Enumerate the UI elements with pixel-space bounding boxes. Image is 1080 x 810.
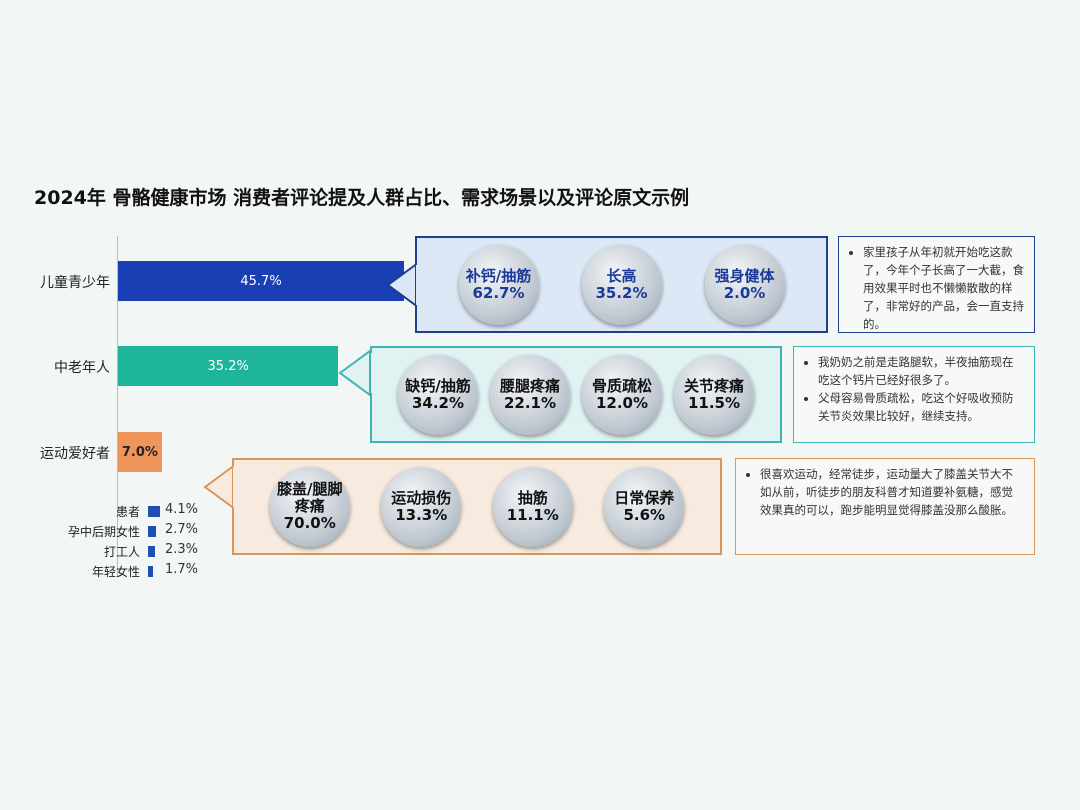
review-comment-box: 家里孩子从年初就开始吃这款了，今年个子长高了一大截，食用效果平时也不懒懒散散的样… [838, 236, 1035, 333]
minor-bar [148, 546, 155, 557]
scenario-name: 缺钙/抽筋 [405, 376, 471, 395]
category-label: 儿童青少年 [40, 275, 110, 291]
scenario-name: 关节疼痛 [683, 376, 744, 395]
scenario-value: 70.0% [283, 514, 336, 532]
review-list: 我奶奶之前是走路腿软，半夜抽筋现在吃这个钙片已经好很多了。父母容易骨质疏松，吃这… [818, 353, 1024, 425]
minor-category-label: 打工人 [103, 545, 140, 559]
bar: 7.0% [118, 432, 162, 472]
scenario-value: 5.6% [623, 505, 666, 524]
category-axis [117, 236, 118, 576]
minor-bar [148, 566, 154, 577]
review-list: 很喜欢运动，经常徒步，运动量大了膝盖关节大不如从前，听徒步的朋友科普才知道要补氨… [760, 465, 1024, 519]
callout-cover [416, 265, 419, 305]
minor-value-label: 2.7% [165, 522, 199, 537]
scenario-name: 日常保养 [614, 488, 675, 507]
scenario-name: 抽筋 [517, 488, 548, 507]
minor-value-label: 2.3% [165, 542, 199, 557]
scenario-name: 运动损伤 [391, 488, 452, 507]
minor-bar [148, 506, 161, 517]
scenario-name: 长高 [606, 266, 637, 285]
bar: 45.7% [118, 261, 405, 301]
bar-value-label: 7.0% [121, 444, 158, 460]
category-label: 运动爱好者 [40, 446, 110, 462]
minor-category-label: 年轻女性 [91, 565, 140, 579]
scenario-value: 11.5% [687, 393, 741, 412]
review-text: 父母容易骨质疏松，吃这个好吸收预防关节炎效果比较好，继续支持。 [818, 389, 1024, 425]
bar-value-label: 45.7% [240, 273, 282, 289]
callout-pointer [338, 349, 371, 397]
scenario-value: 12.0% [595, 393, 649, 412]
bar: 35.2% [118, 346, 339, 386]
minor-bar [148, 526, 157, 537]
review-comment-box: 我奶奶之前是走路腿软，半夜抽筋现在吃这个钙片已经好很多了。父母容易骨质疏松，吃这… [793, 346, 1035, 443]
scenario-name: 补钙/抽筋 [465, 266, 532, 285]
callout-cover [371, 353, 374, 393]
scenario-name: 骨质疏松 [591, 376, 652, 395]
review-text: 家里孩子从年初就开始吃这款了，今年个子长高了一大截，食用效果平时也不懒懒散散的样… [863, 243, 1024, 333]
scenario-value: 62.7% [472, 283, 525, 302]
scenario-value: 11.1% [506, 505, 559, 524]
category-label: 中老年人 [54, 360, 110, 376]
scenario-name: 膝盖/腿脚疼痛 [277, 480, 343, 515]
review-text: 我奶奶之前是走路腿软，半夜抽筋现在吃这个钙片已经好很多了。 [818, 353, 1024, 389]
minor-value-label: 1.7% [165, 562, 199, 577]
chart-title: 2024年 骨骼健康市场 消费者评论提及人群占比、需求场景以及评论原文示例 [34, 187, 690, 209]
minor-value-label: 4.1% [165, 502, 199, 517]
review-comment-box: 很喜欢运动，经常徒步，运动量大了膝盖关节大不如从前，听徒步的朋友科普才知道要补氨… [735, 458, 1035, 555]
scenario-value: 35.2% [595, 283, 648, 302]
review-list: 家里孩子从年初就开始吃这款了，今年个子长高了一大截，食用效果平时也不懒懒散散的样… [863, 243, 1024, 333]
scenario-value: 2.0% [723, 283, 766, 302]
scenario-name: 腰腿疼痛 [499, 376, 560, 395]
scenario-value: 34.2% [411, 393, 465, 412]
callout-cover [233, 467, 236, 507]
scenario-value: 22.1% [503, 393, 557, 412]
minor-category-label: 孕中后期女性 [67, 525, 140, 539]
bar-value-label: 35.2% [207, 358, 249, 374]
scenario-name: 强身健体 [714, 266, 775, 285]
minor-category-label: 患者 [115, 505, 140, 519]
review-text: 很喜欢运动，经常徒步，运动量大了膝盖关节大不如从前，听徒步的朋友科普才知道要补氨… [760, 465, 1024, 519]
scenario-value: 13.3% [395, 505, 448, 524]
